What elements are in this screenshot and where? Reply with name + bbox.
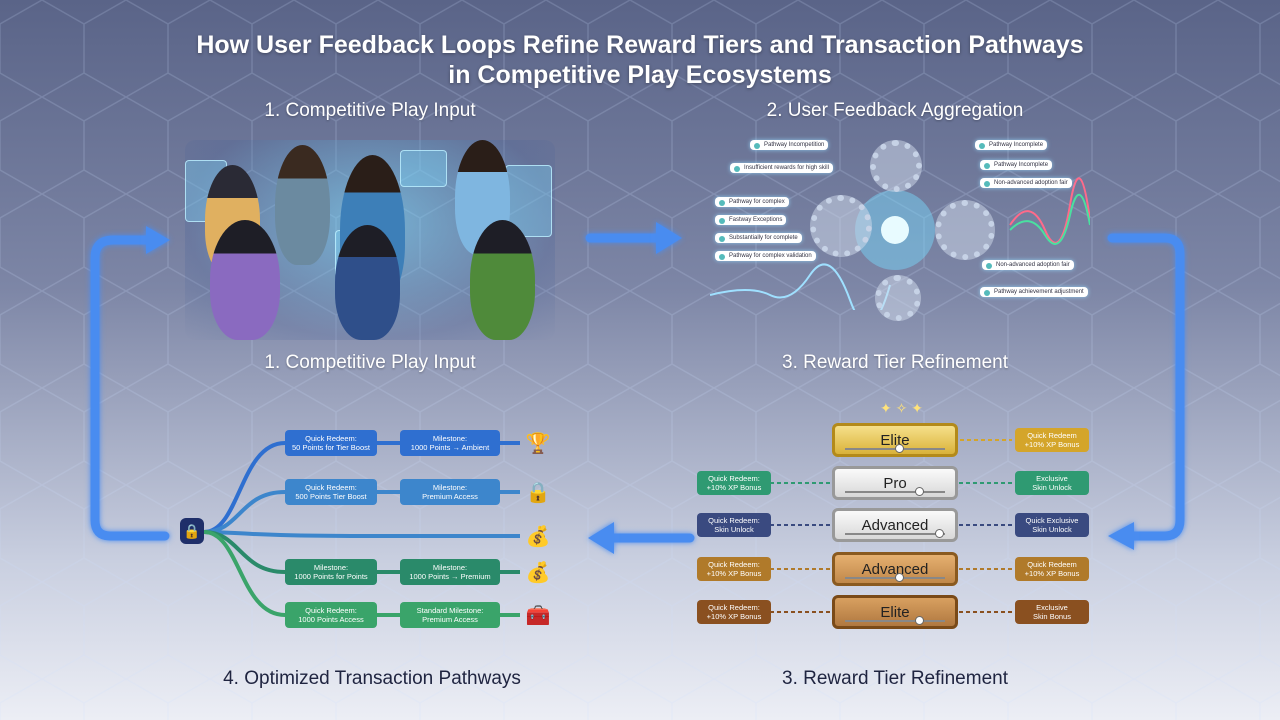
tier-left-reward-box: Quick Redeem:Skin Unlock [697, 513, 771, 537]
left-loop-arrowhead [146, 226, 170, 254]
pathway-step-box: Quick Redeem:500 Points Tier Boost [285, 479, 377, 505]
diagram-title: How User Feedback Loops Refine Reward Ti… [0, 30, 1280, 90]
tier-name: Pro [883, 474, 907, 492]
gear-icon [870, 140, 922, 192]
tier-right-reward-box: Quick Redeem+10% XP Bonus [1015, 428, 1089, 452]
tier-name: Elite [880, 603, 910, 621]
lock-icon: 🔒 [525, 481, 551, 504]
section-label-competitive-play-input-repeat: 1. Competitive Play Input [264, 352, 476, 373]
top-middle-arrowhead [656, 222, 682, 254]
tier-left-reward-box: Quick Redeem:+10% XP Bonus [697, 600, 771, 624]
title-line-1: How User Feedback Loops Refine Reward Ti… [196, 31, 1084, 59]
feedback-chip: Insufficient rewards for high skill [730, 163, 833, 173]
feedback-chip: Non-advanced adoption fair [982, 260, 1074, 270]
left-loop-arrow [90, 235, 170, 541]
tier-right-reward-box: Quick Redeem+10% XP Bonus [1015, 557, 1089, 581]
gear-icon [810, 195, 872, 257]
feedback-chip: Pathway achievement adjustment [980, 287, 1088, 297]
tier-left-reward-box: Quick Redeem:+10% XP Bonus [697, 557, 771, 581]
coins-icon: 💰 [525, 561, 551, 584]
bottom-middle-arrowhead [588, 522, 614, 554]
tier-slider-knob [935, 529, 944, 538]
pathway-step-box: Quick Redeem:1000 Points Access [285, 602, 377, 628]
tier-name: Advanced [861, 516, 929, 534]
pathway-milestone-box: Milestone:1000 Points → Ambient [400, 430, 500, 456]
player-avatar [335, 225, 400, 340]
title-line-2: in Competitive Play Ecosystems [448, 61, 832, 89]
tier-slider-knob [915, 616, 924, 625]
aggregation-waves [710, 177, 1090, 310]
tier-slider-knob [915, 487, 924, 496]
feedback-chip: Non-advanced adoption fair [980, 178, 1072, 188]
top-right-loop-arrow [1107, 233, 1185, 541]
feedback-chip: Pathway Incomplete [975, 140, 1048, 150]
feedback-chip: Pathway for complex [715, 197, 789, 207]
feedback-aggregation-illustration: Pathway Incompetition Insufficient rewar… [710, 135, 1090, 321]
section-label-reward-tier-refinement-bottom: 3. Reward Tier Refinement [782, 668, 1008, 689]
player-avatar [210, 220, 280, 340]
tier-slider-knob [895, 444, 904, 453]
tier-slider-track [845, 620, 945, 622]
shield-icon: 🔒 [180, 518, 204, 544]
feedback-chip: Pathway for complex validation [715, 251, 816, 261]
tier-name: Advanced [861, 560, 929, 578]
hologram-screen [400, 150, 447, 187]
competitive-players-illustration [185, 140, 555, 340]
sparkle-icon: ✦ ✧ ✦ [880, 400, 923, 416]
pathway-step-box: Quick Redeem:50 Points for Tier Boost [285, 430, 377, 456]
section-label-user-feedback-aggregation: 2. User Feedback Aggregation [766, 100, 1024, 121]
right-loop-arrowhead [1108, 522, 1134, 550]
feedback-chip: Fastway Exceptions [715, 215, 787, 225]
pathway-line [203, 441, 520, 534]
trophy-icon: 🏆 [525, 432, 551, 455]
tier-slider-track [845, 533, 945, 535]
player-avatar [275, 145, 330, 265]
gear-icon [875, 275, 921, 321]
pathway-step-box: Milestone:1000 Points for Points [285, 559, 377, 585]
pathway-milestone-box: Standard Milestone:Premium Access [400, 602, 500, 628]
pathway-milestone-box: Milestone:Premium Access [400, 479, 500, 505]
tier-card: Advanced [832, 552, 958, 586]
feedback-chip: Substantially for complete [715, 233, 802, 243]
tier-card: Advanced [832, 508, 958, 542]
tier-card: Elite [832, 595, 958, 629]
player-avatar [470, 220, 535, 340]
pathway-line [203, 530, 520, 617]
tier-card: Pro [832, 466, 958, 500]
pathway-milestone-box: Milestone:1000 Points → Premium [400, 559, 500, 585]
section-label-optimized-transaction-pathways: 4. Optimized Transaction Pathways [223, 668, 521, 689]
feedback-chip: Pathway Incompetition [750, 140, 829, 150]
gear-icon [935, 200, 995, 260]
coin-icon: 💰 [525, 525, 551, 548]
tier-slider-track [845, 491, 945, 493]
treasure-chest-icon: 🧰 [525, 604, 551, 627]
tier-card: Elite [832, 423, 958, 457]
feedback-chip: Pathway Incomplete [980, 160, 1053, 170]
section-label-competitive-play-input: 1. Competitive Play Input [264, 100, 476, 121]
tier-slider-knob [895, 573, 904, 582]
section-label-reward-tier-refinement: 3. Reward Tier Refinement [782, 352, 1008, 373]
tier-left-reward-box: Quick Redeem:+10% XP Bonus [697, 471, 771, 495]
